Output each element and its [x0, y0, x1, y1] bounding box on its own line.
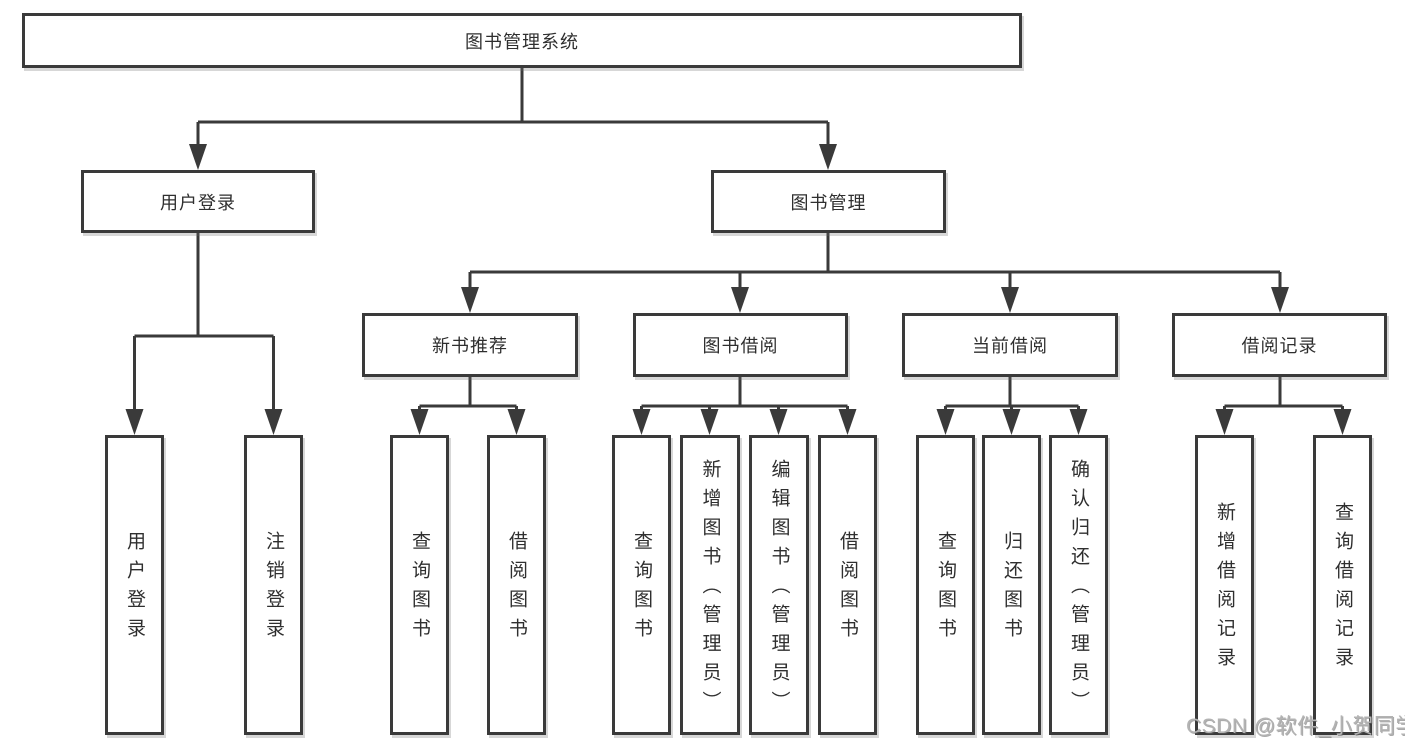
node-book-management-label: 图书管理: [790, 192, 867, 213]
leaf-newbooks-borrow-book: 借阅图书: [487, 435, 546, 735]
node-root: 图书管理系统: [22, 13, 1022, 68]
leaf-query-borrow-record: 查询借阅记录: [1313, 435, 1372, 735]
leaf-current-query-book-label: 查询图书: [935, 531, 956, 647]
leaf-newbooks-query-book-label: 查询图书: [409, 531, 430, 647]
leaf-add-borrow-record: 新增借阅记录: [1195, 435, 1254, 735]
node-current-borrowing-label: 当前借阅: [972, 336, 1048, 356]
arrow-icon: [1215, 409, 1234, 435]
node-user-login: 用户登录: [81, 170, 315, 233]
arrow-icon: [632, 409, 651, 435]
node-book-borrowing-label: 图书借阅: [702, 336, 779, 356]
node-root-label: 图书管理系统: [465, 31, 579, 52]
leaf-borrowing-borrow-book: 借阅图书: [818, 435, 877, 735]
arrow-icon: [189, 144, 207, 170]
leaf-add-book-admin-label: 新增图书（管理员）: [699, 458, 721, 720]
node-new-book-recommend: 新书推荐: [362, 313, 578, 377]
arrow-icon: [1333, 409, 1352, 435]
node-book-management: 图书管理: [711, 170, 946, 233]
leaf-user-login-label: 用户登录: [124, 531, 145, 647]
arrow-icon: [838, 409, 857, 435]
arrow-icon: [264, 409, 283, 435]
arrow-icon: [1001, 287, 1019, 313]
arrow-icon: [731, 287, 749, 313]
arrow-icon: [700, 409, 719, 435]
leaf-borrowing-query-book: 查询图书: [612, 435, 671, 735]
leaf-add-book-admin: 新增图书（管理员）: [680, 435, 740, 735]
leaf-return-book: 归还图书: [982, 435, 1041, 735]
arrow-icon: [1002, 409, 1021, 435]
leaf-edit-book-admin: 编辑图书（管理员）: [749, 435, 809, 735]
leaf-logout-label: 注销登录: [263, 531, 284, 647]
leaf-current-query-book: 查询图书: [916, 435, 975, 735]
arrow-icon: [936, 409, 955, 435]
node-borrowing-records: 借阅记录: [1172, 313, 1387, 377]
arrow-icon: [461, 287, 479, 313]
leaf-user-login: 用户登录: [105, 435, 164, 735]
leaf-logout: 注销登录: [244, 435, 303, 735]
leaf-query-borrow-record-label: 查询借阅记录: [1332, 502, 1353, 676]
arrow-icon: [507, 409, 526, 435]
csdn-watermark: CSDN @软件_小贺同学: [1186, 715, 1405, 738]
node-borrowing-records-label: 借阅记录: [1241, 336, 1318, 356]
node-book-borrowing: 图书借阅: [633, 313, 848, 377]
node-new-book-recommend-label: 新书推荐: [432, 336, 508, 356]
arrow-icon: [769, 409, 788, 435]
leaf-newbooks-query-book: 查询图书: [390, 435, 449, 735]
node-user-login-label: 用户登录: [160, 192, 236, 213]
leaf-confirm-return-admin-label: 确认归还（管理员）: [1068, 458, 1089, 720]
arrow-icon: [819, 144, 837, 170]
leaf-borrowing-borrow-book-label: 借阅图书: [837, 531, 858, 647]
leaf-edit-book-admin-label: 编辑图书（管理员）: [768, 458, 790, 720]
leaf-newbooks-borrow-book-label: 借阅图书: [506, 531, 527, 647]
arrow-icon: [410, 409, 429, 435]
leaf-add-borrow-record-label: 新增借阅记录: [1214, 502, 1235, 676]
node-current-borrowing: 当前借阅: [902, 313, 1118, 377]
arrow-icon: [1271, 287, 1289, 313]
leaf-confirm-return-admin: 确认归还（管理员）: [1049, 435, 1108, 735]
arrow-icon: [125, 409, 144, 435]
leaf-borrowing-query-book-label: 查询图书: [631, 531, 652, 647]
leaf-return-book-label: 归还图书: [1001, 531, 1022, 647]
arrow-icon: [1069, 409, 1088, 435]
